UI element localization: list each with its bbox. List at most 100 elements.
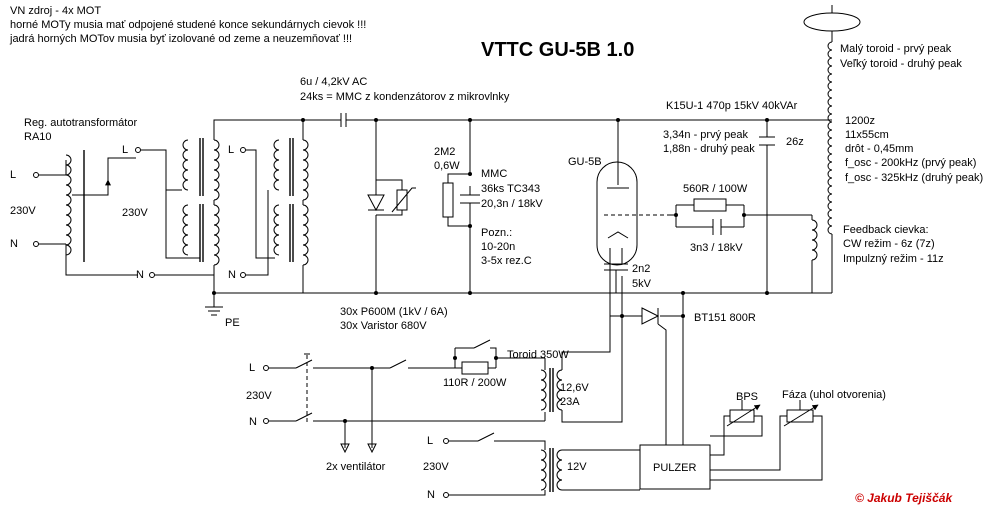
autotransformer: L N 230V (10, 150, 138, 276)
tube-heater-leads (609, 248, 623, 264)
mains-l-terminal (33, 172, 39, 178)
start-switch (389, 359, 407, 369)
pulzer-l-label: L (427, 435, 433, 447)
thyristor-label: BT151 800R (694, 312, 756, 324)
pulzer-label: PULZER (653, 462, 696, 474)
tube-cathode (607, 231, 629, 239)
mmc-label-3: 20,3n / 18kV (481, 198, 543, 210)
fans-label: 2x ventilátor (326, 461, 386, 473)
secondary-size: 11x55cm (845, 129, 889, 141)
pulzer-pot-wires (710, 415, 787, 471)
heater-cap-label-1: 2n2 (632, 263, 650, 275)
protection-label-1: 30x P600M (1kV / 6A) (340, 306, 448, 318)
secondary-turns: 1200z (845, 115, 875, 127)
pulzer-box (639, 444, 711, 490)
heater-cap-label-2: 5kV (632, 278, 652, 290)
feedback-label-2: CW režim - 6z (7z) (843, 238, 935, 250)
mmc-capacitor (460, 194, 480, 204)
diagram-title: VTTC GU-5B 1.0 (481, 39, 634, 61)
heater-wires-down (609, 264, 623, 380)
bps-label: BPS (736, 391, 758, 403)
mot1-secondary-lower (213, 204, 220, 266)
grid-resistor-rc-label: 560R / 100W (683, 183, 748, 195)
ground-symbol (205, 293, 223, 316)
mot2-primary-lower (273, 204, 280, 256)
topload-toroid (803, 12, 861, 32)
varistor-wires (376, 179, 403, 216)
pozn-label-1: Pozn.: (481, 227, 512, 239)
tuning-label-2: 1,88n - druhý peak (663, 143, 755, 155)
mmc-junction-a (468, 172, 472, 176)
k15u-label: K15U-1 470p 15kV 40kVAr (666, 100, 798, 112)
heater-thyristor-junction (620, 314, 624, 318)
resistor-wires (447, 173, 470, 227)
mot1-secondary-upper (213, 139, 220, 201)
faza-adjust-arrow (783, 404, 819, 427)
fan-junction-b (370, 366, 374, 370)
pulzer-n-label: N (427, 489, 435, 501)
fan-arrows (340, 443, 377, 454)
mmc-label-2: 36ks TC343 (481, 183, 540, 195)
tank-capacitor (340, 113, 347, 127)
tube-label: GU-5B (568, 156, 602, 168)
mot-junction (301, 118, 305, 122)
fan-wires (344, 368, 373, 448)
tank-cap-label-2: 24ks = MMC z kondenzátorov z mikrovlnky (300, 91, 510, 103)
mains-wires (39, 174, 66, 245)
pulzer-tr-primary (540, 449, 547, 491)
mains-n-label: N (10, 238, 18, 250)
tuning-cap-symbol (759, 120, 775, 293)
notes: VN zdroj - 4x MOT horné MOTy musia mať o… (9, 5, 366, 45)
toroid-core (549, 368, 554, 412)
mmc-label-1: MMC (481, 168, 507, 180)
tube-anode (607, 120, 629, 189)
toroid-secondary-wires (561, 330, 623, 423)
soft-start-resistor (461, 361, 489, 375)
note-line-3: jadrá horných MOTov musia byť izolované … (9, 33, 352, 45)
pulzer-tr-core (549, 448, 554, 492)
mot2-secondary-upper (302, 139, 309, 201)
toroid-secondary (556, 369, 563, 411)
ctrl-n-label: N (249, 416, 257, 428)
mmc-junction-b (468, 224, 472, 228)
mot2-n-label: N (228, 269, 236, 281)
faza-label: Fáza (uhol otvorenia) (782, 389, 886, 401)
protection-block (367, 120, 416, 293)
autotransformer-label-1: Reg. autotransformátor (24, 117, 137, 129)
varistor-slash (391, 187, 416, 213)
ctrl-l-label: L (249, 362, 255, 374)
pulzer-voltage-label: 230V (423, 461, 449, 473)
autotransformer-winding (65, 154, 72, 256)
mot2-primary-wires (246, 149, 275, 276)
ctrl-l-terminal (263, 365, 269, 371)
copyright: © Jakub Tejiščák (855, 491, 953, 505)
secondary-f2: f_osc - 325kHz (druhý peak) (845, 172, 983, 184)
pozn-label-3: 3-5x rez.C (481, 255, 532, 267)
grid-capacitor (712, 219, 722, 235)
n-to-mot-wire (65, 255, 138, 276)
tuning-capacitor (759, 120, 775, 293)
mot1-primary-lower (182, 204, 189, 256)
grid-resistor (693, 198, 727, 212)
feedback-label-3: Impulzný režim - 11z (843, 253, 944, 265)
mot2-secondary-lower (302, 204, 309, 266)
toroid-primary (540, 369, 547, 411)
ctrl-wires (269, 367, 545, 422)
l-out-wire (107, 157, 136, 180)
mot1-l-label: L (122, 144, 128, 156)
mot-bank: L 230V N L N (122, 118, 341, 293)
grid-resistor-label-1: 2M2 (434, 146, 455, 158)
mot1-primary-upper (182, 139, 189, 191)
mains-voltage-label: 230V (10, 205, 36, 217)
thyristor-wires (610, 293, 684, 317)
pulzer-supply-wires (562, 449, 640, 491)
thyristor-bt151 (610, 293, 685, 445)
pulzer-n-terminal (443, 492, 449, 498)
heater-transformer-label-2: 23A (560, 396, 580, 408)
thyristor-symbol (641, 307, 660, 325)
mot2-primary-upper (273, 139, 280, 191)
tesla-secondary (803, 5, 861, 293)
tube-gu5b (596, 120, 667, 380)
bps-wiper (710, 400, 763, 437)
